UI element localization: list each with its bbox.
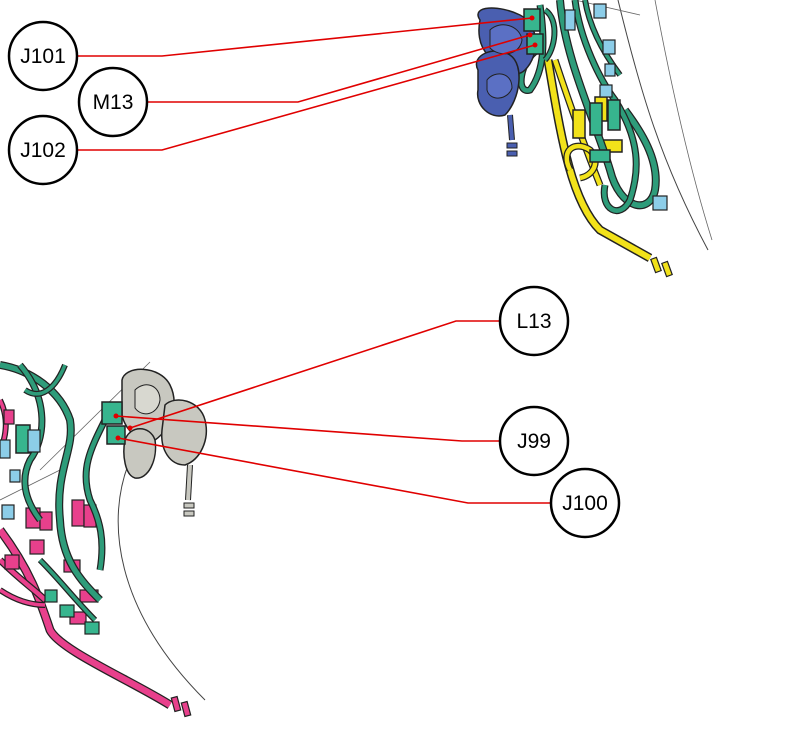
yellow-wire-end	[661, 260, 673, 278]
leader-line-l13	[129, 320, 500, 429]
top-leader-lines	[78, 17, 536, 151]
callout-j102: J102	[7, 114, 79, 186]
light-blue-connectors-bottom	[0, 429, 41, 520]
green-harness	[517, 0, 660, 215]
green-connector	[589, 102, 603, 136]
leader-line-j99	[115, 415, 500, 442]
chassis-edge-line	[654, 0, 713, 241]
callout-j99: J99	[498, 405, 570, 477]
green-connector	[589, 149, 611, 163]
leader-dot-j102	[532, 42, 538, 48]
light-blue-connectors	[564, 3, 668, 211]
leader-line-j100	[117, 437, 552, 504]
chassis-edge-line	[117, 459, 206, 701]
callout-label: J102	[20, 139, 66, 162]
leader-line-j101	[78, 17, 533, 57]
callout-j101: J101	[7, 20, 79, 92]
callout-m13: M13	[77, 66, 149, 138]
callout-label: M13	[93, 91, 134, 114]
connector-j99	[101, 401, 123, 425]
chassis-edge-line	[0, 469, 61, 501]
leader-dot-j100	[115, 435, 121, 441]
callout-l13: L13	[498, 285, 570, 357]
bottom-leader-lines	[115, 320, 552, 504]
yellow-connector	[572, 109, 586, 139]
leader-dot-l13	[127, 425, 133, 431]
connector-j100	[106, 425, 126, 445]
pink-harness	[0, 398, 192, 718]
leader-dot-m13	[527, 32, 533, 38]
callout-label: J100	[562, 492, 608, 515]
green-harness-bottom	[0, 361, 109, 635]
callout-label: L13	[516, 310, 551, 333]
leader-line-m13	[148, 34, 531, 103]
top-harness-illustration	[475, 0, 713, 278]
motor-l13	[121, 368, 207, 517]
callout-label: J101	[20, 45, 66, 68]
callout-j100: J100	[549, 467, 621, 539]
callout-label: J99	[517, 430, 551, 453]
leader-line-j102	[78, 44, 536, 151]
leader-dot-j99	[113, 413, 119, 419]
chassis-edge-line	[617, 0, 709, 251]
bottom-harness-illustration	[0, 361, 207, 718]
leader-dot-j101	[529, 15, 535, 21]
yellow-wire-end	[650, 256, 662, 274]
green-connector	[607, 99, 621, 131]
